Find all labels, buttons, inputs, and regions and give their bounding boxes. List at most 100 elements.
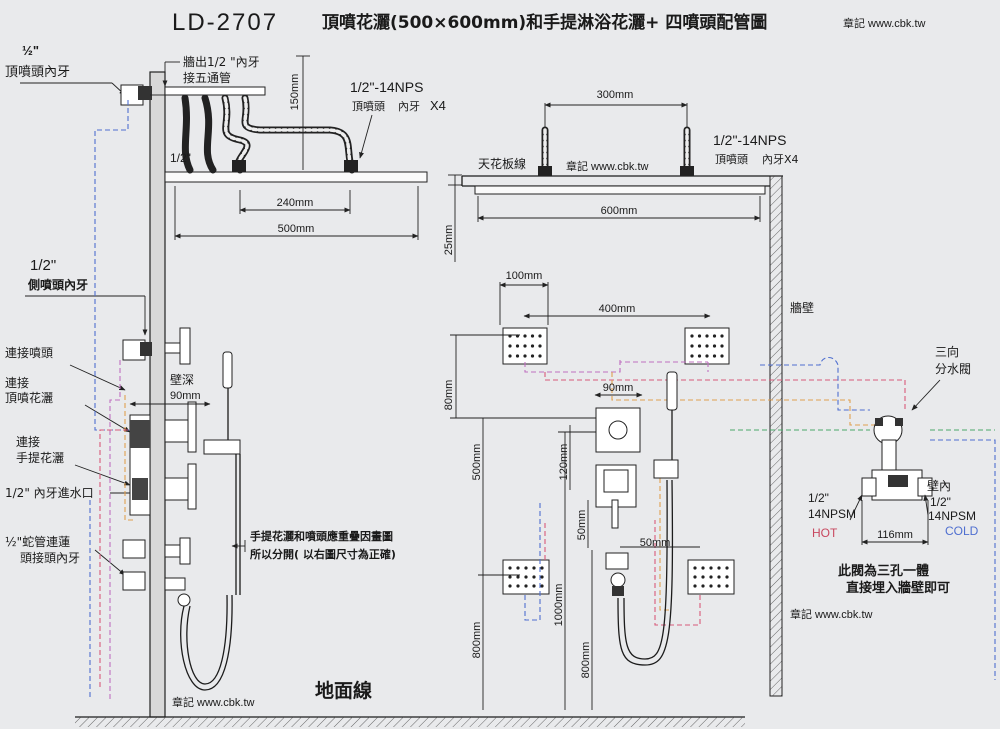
nozzle-dot <box>540 584 544 588</box>
ceiling-label: 天花板線 <box>478 156 526 171</box>
valve-note-2: 直接埋入牆壁即可 <box>846 580 950 596</box>
nozzle-dot <box>709 584 713 588</box>
nozzle-dot <box>540 566 544 570</box>
dim-240-label: 240mm <box>277 197 314 209</box>
nozzle-dot <box>705 334 709 338</box>
nozzle-dot <box>523 334 527 338</box>
model-title: LD-2707 <box>172 9 278 36</box>
pipe-orange-left <box>124 395 135 521</box>
nozzle-dot <box>720 334 724 338</box>
inner-label-left: 內牙 <box>398 100 420 113</box>
pipe-blue-left <box>94 100 130 431</box>
nozzle-dot <box>697 334 702 338</box>
hand-hose-front <box>617 479 674 666</box>
right-wall <box>769 175 783 697</box>
nozzle-dot <box>717 566 721 570</box>
nozzle-dot <box>725 584 729 588</box>
watermark-brand-right: 章記 <box>790 607 812 621</box>
nozzle-dot <box>530 334 535 338</box>
nozzle-dot <box>712 344 717 348</box>
dim-1000-label: 1000mm <box>553 584 565 627</box>
nozzle-dot <box>508 566 512 570</box>
hose-2 <box>201 94 217 174</box>
pipe-orange-front <box>611 372 880 426</box>
wall-outlet-front <box>605 552 629 570</box>
nozzle-dot <box>701 584 705 588</box>
dim-90-front-label: 90mm <box>603 382 634 394</box>
nozzle-dot <box>705 344 709 348</box>
dim-800-left-label: 800mm <box>471 622 483 659</box>
top-shower-plate-front <box>474 185 766 195</box>
connect-top-label-1: 連接 <box>5 375 29 390</box>
nozzle-dot <box>530 354 535 358</box>
top-thread-label: 頂噴頭內牙 <box>5 65 70 80</box>
left-wall-section <box>149 71 166 718</box>
nozzle-dot <box>693 566 697 570</box>
watermark-url-mid: www.cbk.tw <box>590 161 649 173</box>
three-way-label-2: 分水閥 <box>935 362 971 376</box>
valve-note-1: 此閥為三孔一體 <box>838 563 929 579</box>
nozzle-dot <box>701 566 705 570</box>
dim-80-label: 80mm <box>443 380 455 411</box>
nozzle-dot <box>725 575 729 579</box>
nozzle-dot <box>701 575 705 579</box>
nozzle-dot <box>515 354 520 358</box>
dim-800-right-label: 800mm <box>580 642 592 679</box>
connect-hand-label-2: 手提花灑 <box>16 450 64 465</box>
dim-120-label: 120mm <box>558 444 570 481</box>
nozzle-dot <box>516 575 520 579</box>
dim-50-vertical-label: 50mm <box>576 510 588 541</box>
dim-116-label: 116mm <box>877 529 913 541</box>
nozzle-dot <box>523 354 527 358</box>
watermark-brand-bottom: 章記 <box>172 695 194 709</box>
top-thread-size-label: ½" <box>22 43 39 58</box>
three-way-valve <box>861 415 933 501</box>
upper-trim-side <box>164 419 191 443</box>
hot-thread-label: 14NPSM <box>808 507 856 521</box>
nozzle-dot <box>720 354 724 358</box>
cold-label: COLD <box>945 524 979 538</box>
watermark-brand-mid: 章記 <box>566 159 588 173</box>
nozzle-dot <box>712 354 717 358</box>
nozzle-dot <box>523 344 527 348</box>
nozzle-dot <box>532 584 536 588</box>
note-line-2: 所以分開( 以右圖尺寸為正確) <box>250 547 396 561</box>
three-way-label-1: 三向 <box>935 344 959 359</box>
watermark-url-top: www.cbk.tw <box>867 18 926 30</box>
inner-x4-label-right: 內牙X4 <box>762 153 799 166</box>
nozzle-dot <box>538 354 542 358</box>
nozzle-dot <box>690 354 694 358</box>
nozzle-dot <box>516 566 520 570</box>
nozzle-dot <box>717 575 721 579</box>
nozzle-nut-right <box>344 160 358 172</box>
hand-shower-holder-side <box>203 439 241 455</box>
nozzle-dot <box>712 334 717 338</box>
pipe-blue-cold <box>930 439 996 680</box>
hose-1 <box>181 94 194 174</box>
wall-depth-dim-label: 90mm <box>170 390 201 402</box>
hot-size-label: 1/2" <box>808 491 829 505</box>
connect-top-label-2: 頂噴花灑 <box>5 390 53 405</box>
nozzle-dot <box>524 566 528 570</box>
hand-hose-side <box>180 594 233 691</box>
dim-500-label: 500mm <box>278 223 315 235</box>
outlet-label-1: 牆出1/2 "內牙 <box>183 54 260 69</box>
top-elbow-nut <box>138 86 152 100</box>
side-thread-label: 側噴頭內牙 <box>27 277 88 292</box>
hand-shower-head-side <box>222 351 233 389</box>
hot-label: HOT <box>812 526 838 540</box>
nozzle-dot <box>508 354 512 358</box>
nozzle-dot <box>508 575 512 579</box>
nozzle-dot <box>538 334 542 338</box>
nozzle-nut-left <box>232 160 246 172</box>
in-wall-label: 壁內 <box>927 478 951 493</box>
connect-hand-label-1: 連接 <box>16 434 40 449</box>
diverter-lever <box>611 499 619 529</box>
nozzle-dot <box>705 354 709 358</box>
nozzle-dot <box>516 584 520 588</box>
outlet-label-2: 接五通管 <box>183 70 231 85</box>
nozzle-dot <box>508 344 512 348</box>
watermark-brand-top: 章記 <box>843 16 865 30</box>
nozzle-dot <box>693 584 697 588</box>
